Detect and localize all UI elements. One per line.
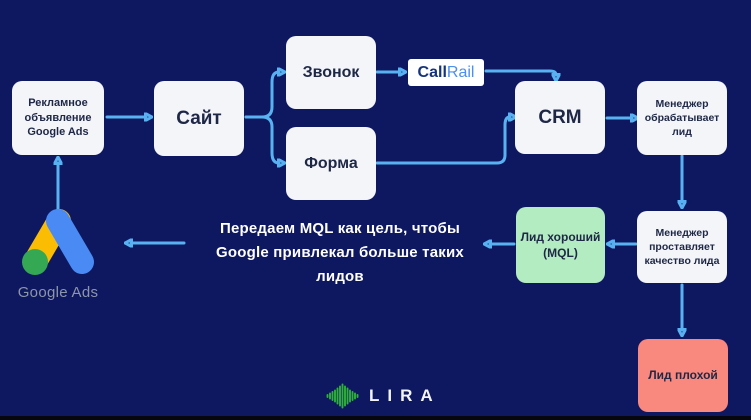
node-site: Сайт [154,81,244,156]
node-call: Звонок [286,36,376,109]
callrail-rail-text: Rail [446,63,475,81]
annotation-line-3: лидов [316,268,364,285]
mql-goal-annotation: Передаем MQL как цель, чтобы Google прив… [190,217,490,289]
google-ads-blue-bar [45,209,94,274]
arrow-site-to-form [244,115,279,163]
node-manager-processes-lead: Менеджер обрабатывает лид [637,81,727,155]
node-crm: CRM [515,81,605,154]
node-manager-sets-lead-quality: Менеджер проставляет качество лида [637,211,727,283]
arrow-form-to-crm [375,117,510,165]
lira-waveform-icon [326,383,359,409]
annotation-line-1: Передаем MQL как цель, чтобы [220,220,460,237]
google-ads-logo-block: Google Ads [12,208,104,301]
node-good-lead-mql: Лид хороший (MQL) [516,207,605,283]
node-form: Форма [286,127,376,200]
google-ads-green-dot [21,249,48,275]
bottom-border [0,416,751,420]
lira-logo: LIRA [326,383,441,409]
node-google-ads-ad: Рекламное объявление Google Ads [12,81,104,155]
google-ads-label: Google Ads [17,284,99,301]
lira-brand-text: LIRA [369,386,441,405]
arrow-callrail-to-crm [484,69,556,75]
callrail-call-text: Call [417,63,447,81]
arrow-site-to-call [244,72,279,119]
node-bad-lead: Лид плохой [638,339,728,412]
google-ads-icon [21,209,94,275]
annotation-line-2: Google привлекал больше таких [216,244,464,261]
